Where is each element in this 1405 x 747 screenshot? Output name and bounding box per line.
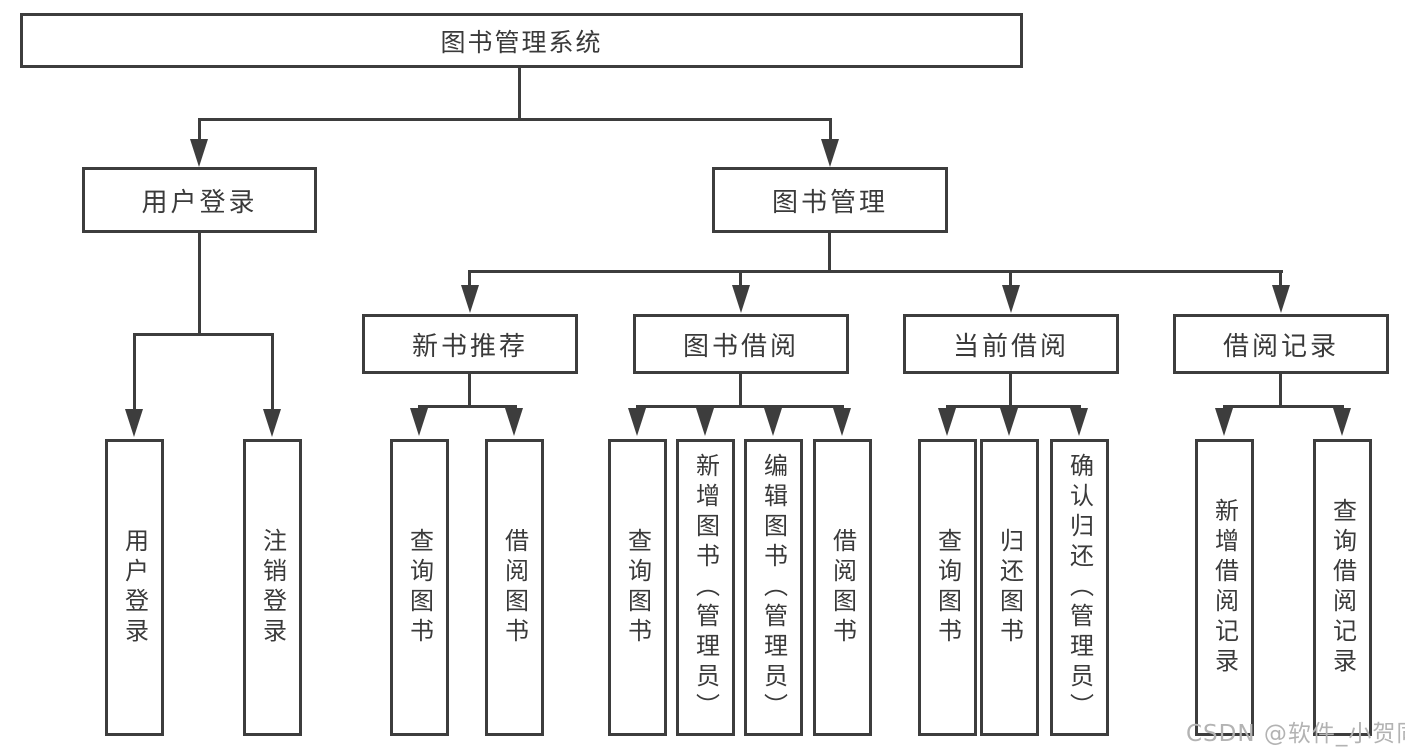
arrowhead: [1272, 285, 1290, 313]
arrowhead: [1002, 285, 1020, 313]
node-new-book-recommendation-label: 新书推荐: [411, 331, 528, 362]
connector-line: [1009, 270, 1012, 287]
arrowhead: [263, 409, 281, 437]
leaf-query-books-recommend: 查询图书: [390, 439, 449, 736]
leaf-query-books-borrow: 查询图书: [608, 439, 667, 736]
leaf-logout-label: 注销登录: [258, 527, 287, 648]
connector-line: [946, 405, 1081, 408]
node-book-borrowing-label: 图书借阅: [682, 331, 799, 362]
connector-line: [829, 118, 832, 141]
arrowhead: [764, 408, 782, 436]
leaf-confirm-return-admin: 确认归还（管理员）: [1050, 439, 1109, 736]
arrowhead: [696, 408, 714, 436]
arrowhead: [410, 408, 428, 436]
leaf-borrow-books-label: 借阅图书: [828, 527, 857, 648]
leaf-query-books-current-label: 查询图书: [933, 527, 962, 648]
arrowhead: [461, 285, 479, 313]
connector-line: [468, 374, 471, 408]
arrowhead: [1333, 408, 1351, 436]
connector-line: [1223, 405, 1344, 408]
connector-line: [739, 270, 742, 287]
node-book-borrowing: 图书借阅: [633, 314, 849, 374]
leaf-return-books-label: 归还图书: [995, 527, 1024, 648]
node-current-borrowing: 当前借阅: [903, 314, 1119, 374]
arrowhead: [938, 408, 956, 436]
leaf-borrow-books-recommend: 借阅图书: [485, 439, 544, 736]
arrowhead: [1070, 408, 1088, 436]
node-user-login: 用户登录: [82, 167, 317, 233]
leaf-logout: 注销登录: [243, 439, 302, 736]
leaf-query-borrow-record: 查询借阅记录: [1313, 439, 1372, 736]
connector-line: [198, 118, 832, 121]
connector-line: [1279, 374, 1282, 408]
leaf-query-books-current: 查询图书: [918, 439, 977, 736]
connector-line: [1009, 374, 1012, 408]
leaf-query-books-recommend-label: 查询图书: [405, 527, 434, 648]
arrowhead: [505, 408, 523, 436]
leaf-confirm-return-admin-label: 确认归还（管理员）: [1065, 452, 1094, 723]
node-book-management-label: 图书管理: [771, 187, 888, 218]
node-current-borrowing-label: 当前借阅: [952, 331, 1069, 362]
node-root: 图书管理系统: [20, 13, 1023, 68]
arrowhead: [833, 408, 851, 436]
connector-line: [271, 333, 274, 410]
node-book-management: 图书管理: [712, 167, 948, 233]
arrowhead: [1000, 408, 1018, 436]
leaf-user-login-label: 用户登录: [120, 527, 149, 648]
connector-line: [133, 333, 274, 336]
connector-line: [1279, 270, 1282, 287]
leaf-user-login: 用户登录: [105, 439, 164, 736]
leaf-edit-books-admin-label: 编辑图书（管理员）: [759, 452, 788, 723]
node-new-book-recommendation: 新书推荐: [362, 314, 578, 374]
node-user-login-label: 用户登录: [141, 187, 258, 218]
node-borrowing-records-label: 借阅记录: [1222, 331, 1339, 362]
leaf-borrow-books-recommend-label: 借阅图书: [500, 527, 529, 648]
connector-line: [133, 333, 136, 410]
connector-line: [418, 405, 517, 408]
connector-line: [198, 118, 201, 141]
leaf-return-books: 归还图书: [980, 439, 1039, 736]
connector-line: [739, 374, 742, 408]
leaf-add-borrow-record-label: 新增借阅记录: [1210, 497, 1239, 678]
arrowhead: [628, 408, 646, 436]
csdn-watermark: CSDN @软件_小贺同学: [1186, 721, 1405, 747]
node-root-label: 图书管理系统: [440, 27, 603, 57]
arrowhead: [732, 285, 750, 313]
leaf-add-books-admin-label: 新增图书（管理员）: [691, 452, 720, 723]
leaf-edit-books-admin: 编辑图书（管理员）: [744, 439, 803, 736]
arrowhead: [125, 409, 143, 437]
leaf-query-books-borrow-label: 查询图书: [623, 527, 652, 648]
arrowhead: [190, 139, 208, 167]
connector-line: [636, 405, 844, 408]
node-borrowing-records: 借阅记录: [1173, 314, 1389, 374]
arrowhead: [1215, 408, 1233, 436]
leaf-add-books-admin: 新增图书（管理员）: [676, 439, 735, 736]
connector-line: [468, 270, 471, 287]
connector-line: [469, 270, 1283, 273]
arrowhead: [821, 139, 839, 167]
connector-line: [828, 232, 831, 273]
leaf-query-borrow-record-label: 查询借阅记录: [1328, 497, 1357, 678]
leaf-borrow-books: 借阅图书: [813, 439, 872, 736]
leaf-add-borrow-record: 新增借阅记录: [1195, 439, 1254, 736]
connector-line: [518, 68, 521, 121]
connector-line: [198, 232, 201, 336]
